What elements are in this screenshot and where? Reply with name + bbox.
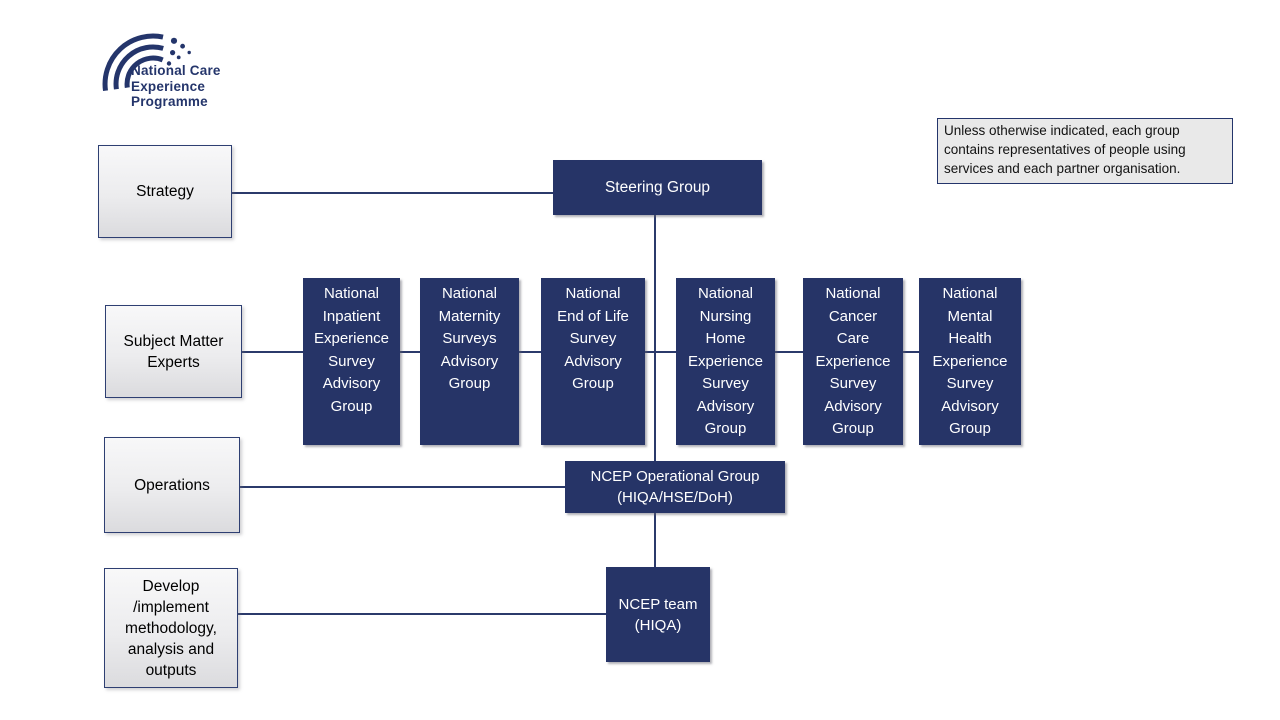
advisory-group-mental-health: National Mental Health Experience Survey… [919, 278, 1021, 445]
connector-steering-vertical [654, 215, 656, 567]
row-label-strategy: Strategy [98, 145, 232, 238]
logo-line-1: National Care [131, 63, 221, 78]
row-label-develop-implement: Develop /implement methodology, analysis… [104, 568, 238, 688]
ncep-logo-text: National Care Experience Programme [131, 63, 221, 110]
ncep-logo: National Care Experience Programme [95, 18, 265, 120]
row-label-operations: Operations [104, 437, 240, 533]
advisory-group-inpatient: National Inpatient Experience Survey Adv… [303, 278, 400, 445]
ncep-operational-group-box: NCEP Operational Group (HIQA/HSE/DoH) [565, 461, 785, 513]
advisory-group-maternity: National Maternity Surveys Advisory Grou… [420, 278, 519, 445]
ncep-logo-arcs-icon [102, 33, 191, 92]
connector-develop-team [238, 613, 606, 615]
logo-line-3: Programme [131, 94, 208, 109]
advisory-group-cancer-care: National Cancer Care Experience Survey A… [803, 278, 903, 445]
advisory-group-nursing-home: National Nursing Home Experience Survey … [676, 278, 775, 445]
row-label-subject-matter-experts: Subject Matter Experts [105, 305, 242, 398]
steering-group-box: Steering Group [553, 160, 762, 215]
logo-line-2: Experience [131, 78, 206, 94]
connector-strategy-steering [232, 192, 553, 194]
note-box: Unless otherwise indicated, each group c… [937, 118, 1233, 184]
connector-operations-opgroup [240, 486, 565, 488]
advisory-group-end-of-life: National End of Life Survey Advisory Gro… [541, 278, 645, 445]
ncep-team-box: NCEP team (HIQA) [606, 567, 710, 662]
